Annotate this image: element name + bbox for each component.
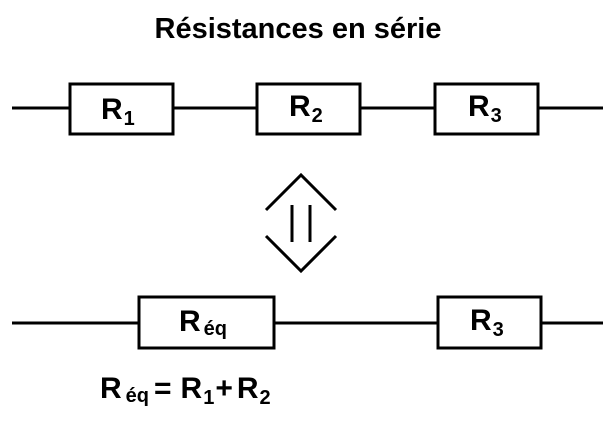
resistor-r1: R1 [68,82,175,136]
resistor-r3-bottom-subscript: 3 [493,319,504,341]
resistor-r2-label: R2 [289,90,323,127]
resistor-r1-box [68,82,175,136]
formula-lhs-subscript: éq [126,385,149,407]
resistor-r1-symbol: R [101,93,123,126]
resistor-req-subscript: éq [204,318,227,340]
resistor-r2-symbol: R [289,90,311,123]
formula-equals: = [154,372,172,405]
resistor-r1-subscript: 1 [124,108,135,130]
resistor-r3: R3 [433,82,540,136]
formula-term2-subscript: 2 [260,387,271,409]
resistor-r3-symbol: R [468,90,490,123]
formula-lhs-symbol: R [100,372,122,405]
resistor-r3-bottom: R3 [436,295,543,350]
resistor-r3-label: R3 [468,90,502,127]
resistor-r3-box [433,82,540,136]
resistor-r3-subscript: 3 [491,105,502,127]
resistor-req-box [137,295,276,350]
top-circuit: R1 R2 R3 [12,82,603,136]
formula-plus: + [215,372,233,405]
resistor-r2-box [255,82,362,136]
diagram-title: Résistances en série [155,13,442,45]
resistor-req-symbol: R [179,305,201,338]
resistor-r2-subscript: 2 [312,105,323,127]
equivalence-arrow-icon [264,172,338,274]
formula-term1-subscript: 1 [203,387,214,409]
formula-term2-symbol: R [237,372,259,405]
resistor-r3-bottom-symbol: R [470,304,492,337]
formula-term1-symbol: R [181,372,203,405]
resistor-r3-bottom-box [436,295,543,350]
resistor-r1-label: R1 [101,93,135,130]
resistor-r2: R2 [255,82,362,136]
resistor-r3-bottom-label: R3 [470,304,504,341]
